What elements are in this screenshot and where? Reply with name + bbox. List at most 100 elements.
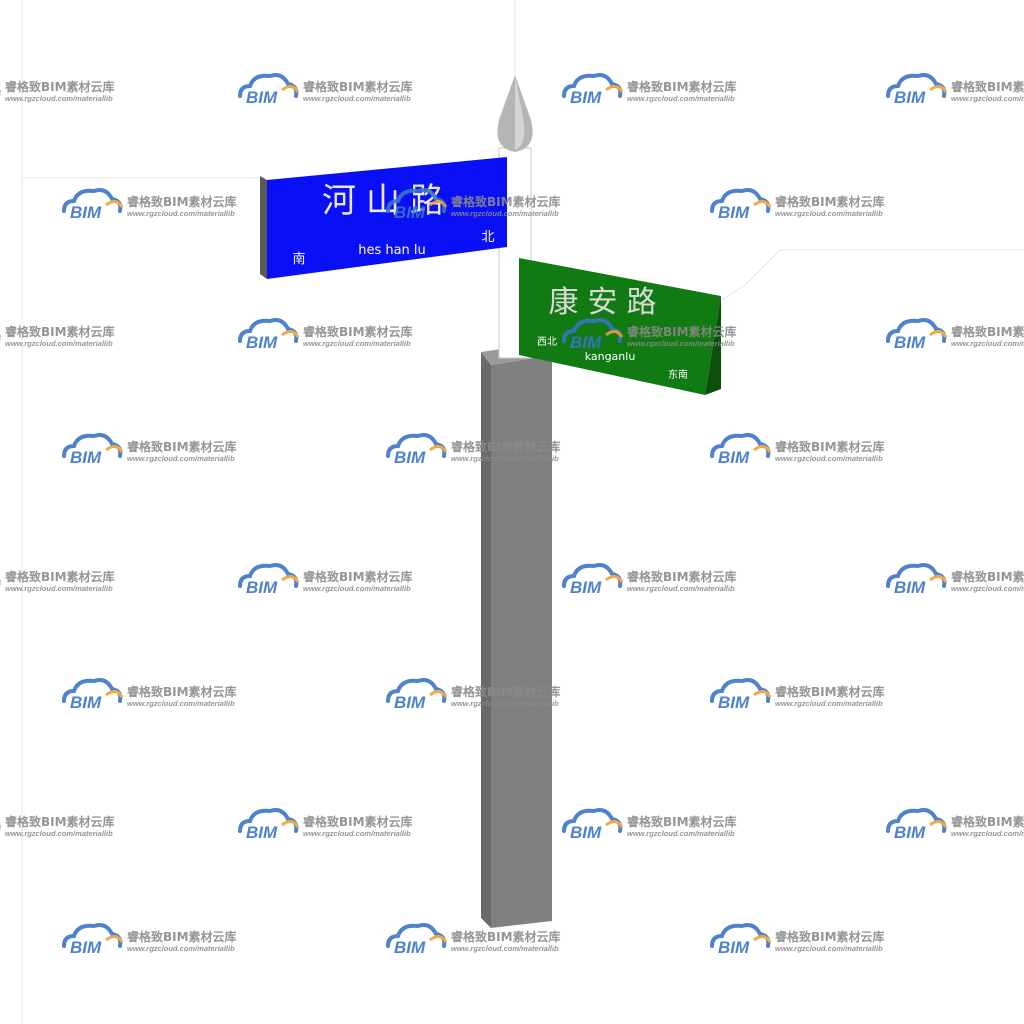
watermark-brand-text: 睿格致BIM素材云库 (127, 684, 237, 699)
blue-sign-street-name: 河山路 (322, 181, 454, 221)
watermark-swoosh-icon (281, 575, 300, 583)
watermark-brand-text: 睿格致BIM素材云库 (5, 814, 115, 829)
watermark-url-text: www.rgzcloud.com/materiallib (775, 699, 883, 708)
watermark-brand-text: 睿格致BIM素材云库 (627, 814, 737, 829)
watermark-tile: BIM睿格致BIM素材云库www.rgzcloud.com/materialli… (0, 814, 115, 838)
green-street-sign: 康安路 kanganlu 西北 东南 (519, 258, 721, 395)
watermark-tile: BIM睿格致BIM素材云库www.rgzcloud.com/materialli… (710, 923, 885, 957)
watermark-swoosh-icon (105, 445, 124, 453)
watermark-url-text: www.rgzcloud.com/materiallib (951, 94, 1024, 103)
watermark-url-text: www.rgzcloud.com/materiallib (303, 584, 411, 593)
watermark-tile: BIM睿格致BIM素材云库www.rgzcloud.com/materialli… (386, 433, 561, 467)
watermark-swoosh-icon (605, 85, 624, 93)
watermark-brand-text: 睿格致BIM素材云库 (127, 439, 237, 454)
watermark-logo-text: BIM (570, 333, 602, 352)
watermark-tile: BIM 睿格致BIM素材云库www.rgzcloud.com/materialli… (62, 923, 237, 957)
watermark-tile: BIM睿格致BIM素材云库www.rgzcloud.com/materialli… (886, 318, 1024, 352)
watermark-brand-text: 睿格致BIM素材云库 (303, 79, 413, 94)
watermark-logo-text: BIM (718, 938, 750, 957)
watermark-url-text: www.rgzcloud.com/materiallib (127, 944, 235, 953)
watermark-logo-text: BIM (246, 333, 278, 352)
watermark-swoosh-icon (281, 330, 300, 338)
watermark-brand-text: 睿格致BIM素材云库 (951, 569, 1024, 584)
watermark-logo-text: BIM (894, 88, 926, 107)
watermark-url-text: www.rgzcloud.com/materiallib (5, 339, 113, 348)
watermark-url-text: www.rgzcloud.com/materiallib (775, 209, 883, 218)
watermark-swoosh-icon (753, 200, 772, 208)
watermark-logo-text: BIM (894, 578, 926, 597)
watermark-logo-text: BIM (394, 938, 426, 957)
watermark-tile: BIM 睿格致BIM素材云库www.rgzcloud.com/materialli… (710, 678, 885, 712)
watermark-url-text: www.rgzcloud.com/materiallib (451, 454, 559, 463)
watermark-tile: BIM睿格致BIM素材云库www.rgzcloud.com/materialli… (0, 324, 115, 348)
watermark-tile: BIM睿格致BIM素材云库www.rgzcloud.com/materialli… (238, 318, 413, 352)
watermark-logo-text: BIM (718, 203, 750, 222)
watermark-brand-text: 睿格致BIM素材云库 (5, 79, 115, 94)
watermark-swoosh-icon (605, 820, 624, 828)
green-sign-face (519, 258, 721, 395)
watermark-logo-text: BIM (70, 693, 102, 712)
watermark-tile: BIM睿格致BIM素材云库www.rgzcloud.com/materialli… (386, 923, 561, 957)
watermark-url-text: www.rgzcloud.com/materiallib (951, 339, 1024, 348)
watermark-logo-text: BIM (70, 448, 102, 467)
green-sign-edge (705, 296, 721, 395)
watermark-url-text: www.rgzcloud.com/materiallib (303, 829, 411, 838)
watermark-swoosh-icon (429, 690, 448, 698)
watermark-swoosh-icon (753, 445, 772, 453)
watermark-swoosh-icon (929, 820, 948, 828)
watermark-logo-text: BIM (246, 88, 278, 107)
watermark-url-text: www.rgzcloud.com/materiallib (127, 699, 235, 708)
watermark-swoosh-icon (429, 935, 448, 943)
watermark-tile: BIM睿格致BIM素材云库www.rgzcloud.com/materialli… (386, 188, 561, 222)
blue-sign-right-direction: 北 (481, 230, 494, 245)
watermark-tile: BIM睿格致BIM素材云库www.rgzcloud.com/materialli… (886, 73, 1024, 107)
watermark-swoosh-icon (429, 200, 448, 208)
green-sign-street-name: 康安路 (549, 285, 666, 320)
watermark-swoosh-icon (105, 690, 124, 698)
watermark-logo-text: BIM (246, 823, 278, 842)
watermark-brand-text: 睿格致BIM素材云库 (5, 324, 115, 339)
watermark-url-text: www.rgzcloud.com/materiallib (127, 209, 235, 218)
watermark-brand-text: 睿格致BIM素材云库 (127, 194, 237, 209)
watermark-url-text: www.rgzcloud.com/materiallib (627, 94, 735, 103)
blue-sign-pinyin: hes han lu (358, 243, 426, 258)
watermark-tile: BIM睿格致BIM素材云库www.rgzcloud.com/materialli… (710, 433, 885, 467)
watermark-logo-text: BIM (718, 693, 750, 712)
watermark-url-text: www.rgzcloud.com/materiallib (627, 339, 735, 348)
watermark-logo-text: BIM (70, 938, 102, 957)
watermark-url-text: www.rgzcloud.com/materiallib (951, 584, 1024, 593)
watermark-logo-text: BIM (894, 823, 926, 842)
watermark-brand-text: 睿格致BIM素材云库 (627, 324, 737, 339)
watermark-url-text: www.rgzcloud.com/materiallib (5, 94, 113, 103)
blue-sign-edge (260, 176, 267, 279)
watermark-tile: BIM睿格致BIM素材云库www.rgzcloud.com/materialli… (386, 678, 561, 712)
watermark-swoosh-icon (105, 200, 124, 208)
watermark-logo-text: BIM (894, 333, 926, 352)
watermark-tile: BIM睿格致BIM素材云库www.rgzcloud.com/materialli… (562, 563, 737, 597)
watermark-brand-text: 睿格致BIM素材云库 (451, 684, 561, 699)
green-sign-pinyin: kanganlu (585, 350, 636, 363)
watermark-brand-text: 睿格致BIM素材云库 (627, 79, 737, 94)
watermark-brand-text: 睿格致BIM素材云库 (775, 439, 885, 454)
watermark-swoosh-icon (605, 575, 624, 583)
watermark-swoosh-icon (605, 330, 624, 338)
watermark-swoosh-icon (929, 330, 948, 338)
watermark-brand-text: 睿格致BIM素材云库 (775, 929, 885, 944)
watermark-brand-text: 睿格致BIM素材云库 (127, 929, 237, 944)
watermark-logo-text: BIM (394, 448, 426, 467)
watermark-swoosh-icon (281, 820, 300, 828)
watermark-logo-text: BIM (70, 203, 102, 222)
watermark-tile: BIM睿格致BIM素材云库www.rgzcloud.com/materialli… (562, 73, 737, 107)
blue-street-sign: 河山路 hes han lu 南 北 (260, 157, 507, 279)
watermark-brand-text: 睿格致BIM素材云库 (775, 684, 885, 699)
watermark-brand-text: 睿格致BIM素材云库 (775, 194, 885, 209)
watermark-brand-text: 睿格致BIM素材云库 (303, 814, 413, 829)
watermark-brand-text: 睿格致BIM素材云库 (451, 929, 561, 944)
watermark-brand-text: 睿格致BIM素材云库 (303, 324, 413, 339)
watermark-tile: BIM 睿格致BIM素材云库www.rgzcloud.com/materialli… (238, 808, 413, 842)
watermark-tile: BIM 睿格致BIM素材云库www.rgzcloud.com/materialli… (562, 318, 737, 352)
watermark-tile: BIM睿格致BIM素材云库www.rgzcloud.com/materialli… (0, 79, 115, 103)
watermark-swoosh-icon (929, 85, 948, 93)
watermark-tile: BIM睿格致BIM素材云库www.rgzcloud.com/materialli… (238, 563, 413, 597)
